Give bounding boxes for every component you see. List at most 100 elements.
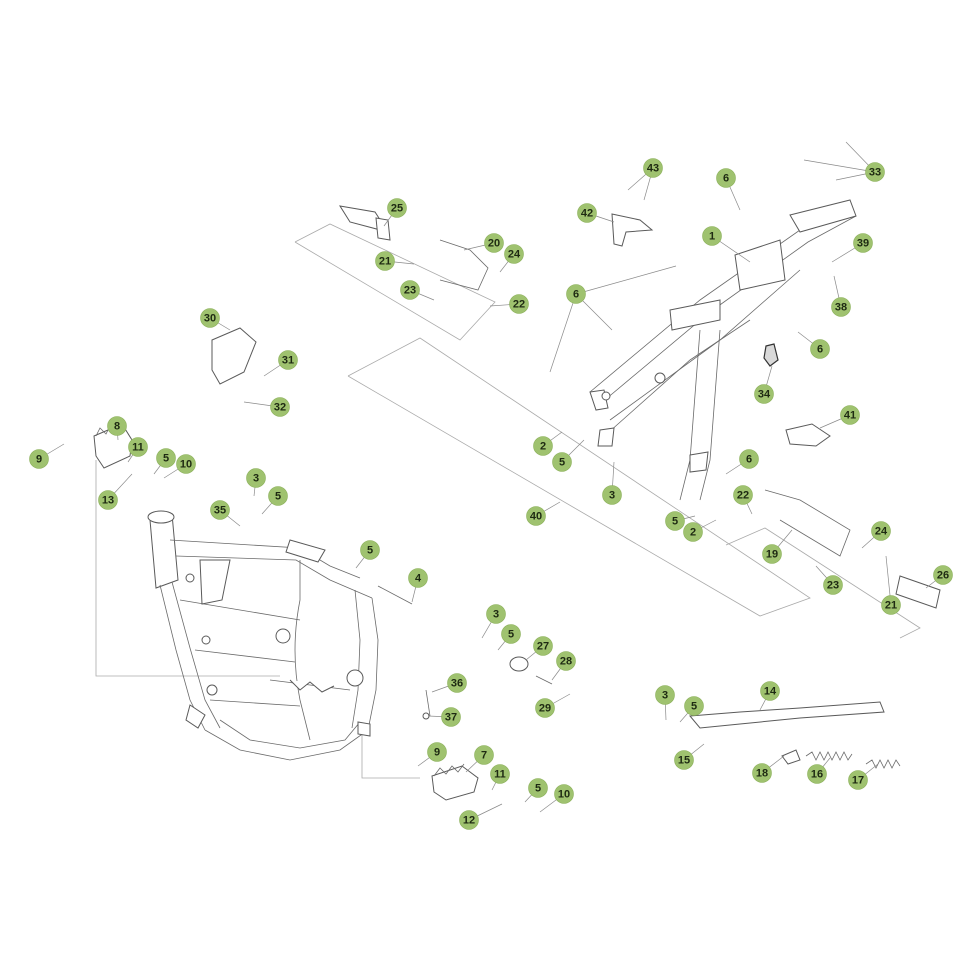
callout-number: 6	[817, 344, 823, 356]
callout-number: 6	[746, 454, 752, 466]
callout-number: 41	[844, 410, 856, 422]
callout-23: 23	[400, 280, 420, 300]
callout-circle	[484, 233, 504, 253]
callout-circle	[602, 485, 622, 505]
callout-38: 38	[831, 297, 851, 317]
main-frame	[147, 510, 379, 761]
steering-head-tube	[149, 513, 179, 589]
callout-number: 39	[857, 238, 869, 250]
callout-circle	[752, 763, 772, 783]
footrest-sleeve-top	[375, 217, 391, 241]
callout-27: 27	[533, 636, 553, 656]
callout-5: 5	[360, 540, 380, 560]
callout-22: 22	[509, 294, 529, 314]
callout-circle	[474, 745, 494, 765]
steering-head-top	[147, 510, 175, 524]
callout-6: 6	[716, 168, 736, 188]
callout-5: 5	[552, 452, 572, 472]
callout-25: 25	[387, 198, 407, 218]
callout-circle	[176, 454, 196, 474]
callout-number: 5	[508, 629, 514, 641]
callout-number: 9	[434, 747, 440, 759]
callout-number: 31	[282, 355, 294, 367]
callout-circle	[210, 500, 230, 520]
subframe-rear-plate	[789, 199, 857, 233]
callout-circle	[566, 284, 586, 304]
gusset-left	[199, 559, 231, 605]
callout-circle	[509, 294, 529, 314]
subframe-upper-rail-b	[599, 215, 857, 405]
callout-number: 23	[404, 285, 416, 297]
callout-9: 9	[427, 742, 447, 762]
callout-number: 33	[869, 167, 881, 179]
callout-number: 14	[764, 686, 777, 698]
callout-number: 18	[756, 768, 768, 780]
callout-circle	[528, 778, 548, 798]
group-outlines	[95, 223, 921, 779]
callout-number: 5	[367, 545, 373, 557]
callout-circle	[427, 742, 447, 762]
footpeg-right-teeth	[433, 763, 465, 777]
callout-number: 11	[494, 769, 506, 781]
callout-20: 20	[484, 233, 504, 253]
down-tube-a	[159, 584, 206, 731]
callout-number: 25	[391, 203, 403, 215]
callout-29: 29	[535, 698, 555, 718]
down-tube-b	[171, 581, 221, 729]
bottom-cradle-a	[204, 729, 369, 761]
callout-21: 21	[881, 595, 901, 615]
callout-circle	[270, 397, 290, 417]
rear-footrest-group-outline	[294, 223, 496, 341]
callout-11: 11	[128, 437, 148, 457]
callout-circle	[848, 770, 868, 790]
callout-number: 3	[662, 690, 668, 702]
bolt-36	[425, 689, 431, 717]
callout-5: 5	[501, 624, 521, 644]
callout-3: 3	[246, 468, 266, 488]
callout-circle	[871, 521, 891, 541]
cross-member-2	[194, 649, 296, 663]
callout-24: 24	[871, 521, 891, 541]
pin-28	[535, 675, 553, 685]
chain-guide	[211, 327, 257, 385]
callout-14: 14	[760, 681, 780, 701]
callout-number: 10	[558, 789, 570, 801]
callout-circle	[881, 595, 901, 615]
callout-number: 5	[275, 491, 281, 503]
callout-number: 5	[535, 783, 541, 795]
callout-37: 37	[441, 707, 461, 727]
callout-circle	[716, 168, 736, 188]
spring-16	[805, 751, 853, 761]
subframe-lower-mount	[689, 451, 709, 473]
callout-circle	[702, 226, 722, 246]
callout-circle	[655, 685, 675, 705]
callout-number: 37	[445, 712, 457, 724]
spring-bracket-18	[781, 749, 801, 765]
callout-35: 35	[210, 500, 230, 520]
cross-member-1	[179, 599, 301, 621]
callout-43: 43	[643, 158, 663, 178]
callout-18: 18	[752, 763, 772, 783]
callout-circle	[490, 764, 510, 784]
callout-40: 40	[526, 506, 546, 526]
subframe-front-mount-b	[597, 427, 615, 447]
callout-4: 4	[408, 568, 428, 588]
lower-bracket	[185, 704, 206, 729]
footpeg-right	[431, 765, 479, 801]
callout-5: 5	[528, 778, 548, 798]
main-spar-right	[367, 597, 379, 731]
callout-number: 21	[379, 256, 391, 268]
callout-circle	[98, 490, 118, 510]
callout-17: 17	[848, 770, 868, 790]
callout-number: 20	[488, 238, 500, 250]
bracket-42	[611, 213, 654, 247]
callout-number: 15	[678, 755, 690, 767]
callout-15: 15	[674, 750, 694, 770]
callout-10: 10	[554, 784, 574, 804]
callout-circle	[840, 405, 860, 425]
callout-number: 34	[758, 389, 771, 401]
callout-2: 2	[533, 436, 553, 456]
callout-13: 13	[98, 490, 118, 510]
leader-6b-1	[549, 293, 577, 373]
callout-5: 5	[665, 511, 685, 531]
